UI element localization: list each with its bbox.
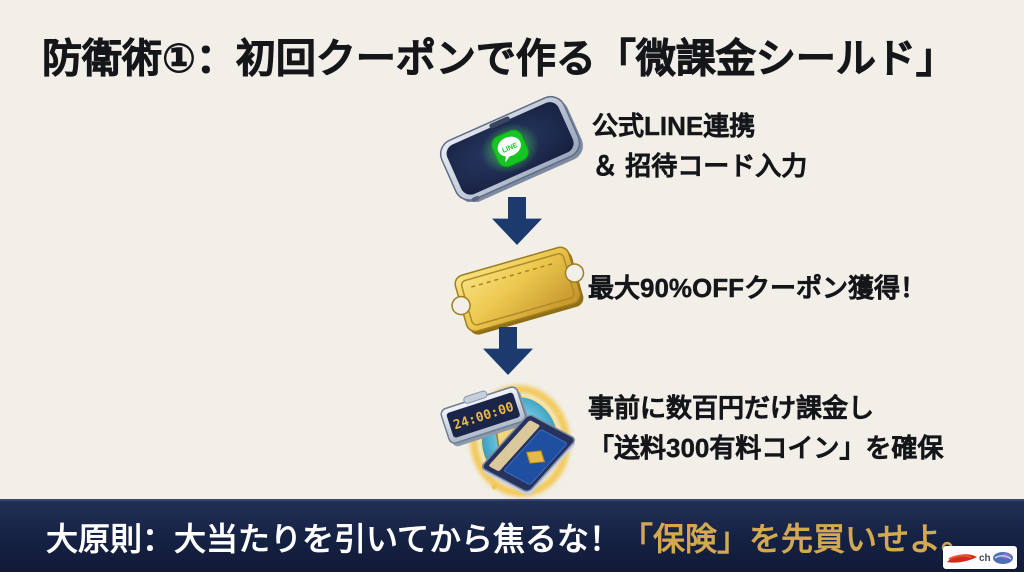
step3-text: 事前に数百円だけ課金し 「送料300有料コイン」を確保 xyxy=(588,388,944,468)
down-arrow-icon-1 xyxy=(492,197,542,245)
step3-line2: 「送料300有料コイン」を確保 xyxy=(588,433,944,463)
footer-text-white: 大原則：大当たりを引いてから焦るな！ xyxy=(46,520,622,557)
footer-text: 大原則：大当たりを引いてから焦るな！「保険」を先買いせよ。 xyxy=(46,501,973,572)
page-title: 防衛術①：初回クーポンで作る「微課金シールド」 xyxy=(42,37,957,82)
channel-logo-watermark: ch xyxy=(943,546,1017,569)
timer-shield-card-icon: 24:00:00 xyxy=(428,371,606,499)
step3-line1: 事前に数百円だけ課金し xyxy=(588,393,875,423)
gold-coupon-ticket-icon xyxy=(444,244,594,336)
footer-text-gold: 「保険」を先買いせよ。 xyxy=(621,520,974,557)
step2-text: 最大90%OFFクーポン獲得！ xyxy=(588,268,926,308)
step1-line2: ＆ 招待コード入力 xyxy=(592,151,808,181)
step2-line1: 最大90%OFFクーポン獲得！ xyxy=(588,273,927,303)
watermark-text: ch xyxy=(979,553,991,564)
step1-line1: 公式LINE連携 xyxy=(592,111,756,141)
footer-bar: 大原則：大当たりを引いてから焦るな！「保険」を先買いせよ。 xyxy=(0,499,1024,572)
step1-text: 公式LINE連携 ＆ 招待コード入力 xyxy=(592,106,808,186)
line-phone-icon: LINE xyxy=(430,90,592,203)
